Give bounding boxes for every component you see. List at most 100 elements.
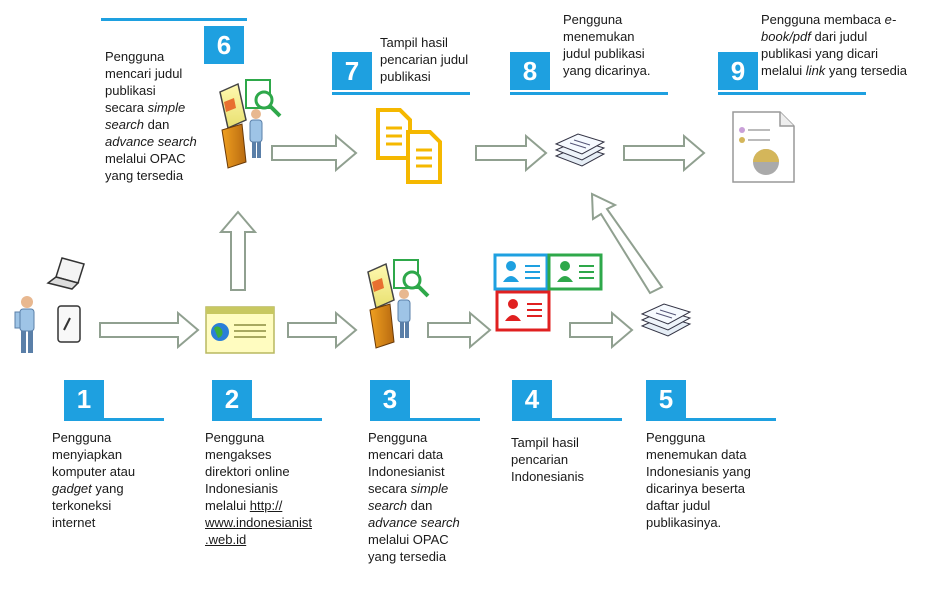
description-line: pencarian bbox=[511, 451, 631, 468]
description-text: Pengguna bbox=[205, 430, 265, 445]
description-text: mencari judul bbox=[105, 66, 183, 81]
description-line: publikasinya. bbox=[646, 514, 796, 531]
description-line: yang dicarinya. bbox=[563, 62, 683, 79]
description-line: menyiapkan bbox=[52, 446, 182, 463]
step-underline bbox=[512, 418, 622, 421]
description-text: Tampil hasil bbox=[511, 435, 579, 450]
description-text: publikasinya. bbox=[646, 515, 722, 530]
description-line: melalui http:// bbox=[205, 497, 355, 514]
description-line: pencarian judul bbox=[380, 51, 490, 68]
description-line: search dan bbox=[368, 497, 498, 514]
laptop-icon bbox=[46, 257, 85, 290]
description-line: www.indonesianist bbox=[205, 514, 355, 531]
description-text: daftar judul bbox=[646, 498, 711, 513]
description-line: Pengguna bbox=[105, 48, 215, 65]
description-text: melalui OPAC bbox=[105, 151, 186, 166]
profile-cards-icon bbox=[493, 253, 603, 332]
description-text: direktori online bbox=[205, 464, 290, 479]
arrow-7-8 bbox=[475, 133, 548, 173]
step-underline bbox=[510, 92, 668, 95]
description-text: yang tersedia bbox=[825, 63, 907, 78]
description-text: advance search bbox=[368, 515, 460, 530]
description-text: judul publikasi bbox=[563, 46, 645, 61]
description-text: yang tersedia bbox=[368, 549, 447, 564]
paper-stack-icon-8 bbox=[554, 133, 606, 167]
description-text: publikasi bbox=[105, 83, 156, 98]
description-text: Indonesianis bbox=[511, 469, 584, 484]
description-text: dari judul bbox=[810, 29, 868, 44]
step-number-badge: 5 bbox=[646, 380, 686, 418]
description-text: komputer atau bbox=[52, 464, 136, 479]
description-text: book/pdf bbox=[761, 29, 811, 44]
description-line: daftar judul bbox=[646, 497, 796, 514]
description-line: book/pdf dari judul bbox=[761, 28, 941, 45]
description-text: pencarian bbox=[511, 452, 569, 467]
description-line: Pengguna membaca e- bbox=[761, 11, 941, 28]
browser-icon bbox=[205, 306, 275, 354]
description-text: mencari data bbox=[368, 447, 444, 462]
step-number-badge: 3 bbox=[370, 380, 410, 418]
description-text: secara bbox=[105, 100, 148, 115]
description-line: judul publikasi bbox=[563, 45, 683, 62]
arrow-1-2 bbox=[99, 310, 200, 350]
description-text: Indonesianist bbox=[368, 464, 445, 479]
step-underline bbox=[64, 418, 164, 421]
description-text: gadget bbox=[52, 481, 92, 496]
description-text: advance search bbox=[105, 134, 197, 149]
kiosk-search-icon-3 bbox=[367, 259, 430, 349]
description-text: simple bbox=[410, 481, 449, 496]
description-line: .web.id bbox=[205, 531, 355, 548]
description-line: yang tersedia bbox=[105, 167, 215, 184]
description-line: publikasi bbox=[380, 68, 490, 85]
description-text: link bbox=[805, 63, 826, 78]
description-line: dicarinya beserta bbox=[646, 480, 796, 497]
step-underline bbox=[646, 418, 776, 421]
description-line: melalui link yang tersedia bbox=[761, 62, 941, 79]
step-number-badge: 2 bbox=[212, 380, 252, 418]
step-underline bbox=[212, 418, 322, 421]
description-text: Pengguna bbox=[563, 12, 623, 27]
arrow-8-9 bbox=[623, 133, 706, 173]
description-line: melalui OPAC bbox=[105, 150, 215, 167]
description-text: simple bbox=[147, 100, 186, 115]
description-line: secara simple bbox=[105, 99, 215, 116]
step-underline bbox=[101, 18, 247, 21]
description-text: mengakses bbox=[205, 447, 272, 462]
description-text: e- bbox=[884, 12, 897, 27]
description-text: dan bbox=[407, 498, 433, 513]
description-line: advance search bbox=[368, 514, 498, 531]
description-text: publikasi bbox=[380, 69, 431, 84]
description-text: yang bbox=[91, 481, 124, 496]
description-text: yang tersedia bbox=[105, 168, 184, 183]
description-text: search bbox=[105, 117, 145, 132]
description-text: http:// bbox=[249, 498, 283, 513]
step-number-badge: 8 bbox=[510, 52, 550, 90]
description-text: .web.id bbox=[205, 532, 247, 547]
arrow-2-3 bbox=[287, 310, 358, 350]
description-text: melalui OPAC bbox=[368, 532, 449, 547]
description-line: Pengguna bbox=[646, 429, 796, 446]
description-text: dan bbox=[144, 117, 170, 132]
description-text: Pengguna bbox=[646, 430, 706, 445]
description-text: melalui bbox=[761, 63, 806, 78]
description-line: direktori online bbox=[205, 463, 355, 480]
description-line: mencari data bbox=[368, 446, 498, 463]
description-text: internet bbox=[52, 515, 96, 530]
arrow-5-8 bbox=[590, 192, 664, 295]
user-icon bbox=[14, 296, 35, 353]
step-number-badge: 1 bbox=[64, 380, 104, 418]
arrow-4-5 bbox=[569, 310, 634, 350]
description-text: yang dicarinya. bbox=[563, 63, 651, 78]
arrow-2-6 bbox=[218, 210, 258, 291]
description-line: Tampil hasil bbox=[511, 434, 631, 451]
description-line: publikasi yang dicari bbox=[761, 45, 941, 62]
description-text: melalui bbox=[205, 498, 250, 513]
description-line: Indonesianist bbox=[368, 463, 498, 480]
description-line: menemukan bbox=[563, 28, 683, 45]
